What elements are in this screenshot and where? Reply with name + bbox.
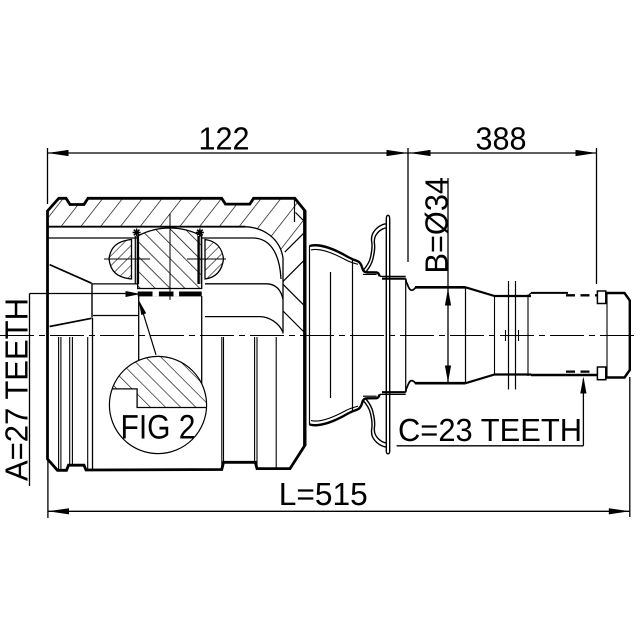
svg-text:388: 388 xyxy=(476,121,527,157)
svg-text:A=27 TEETH: A=27 TEETH xyxy=(0,298,35,481)
svg-text:122: 122 xyxy=(199,121,250,157)
svg-text:C=23 TEETH: C=23 TEETH xyxy=(398,412,582,448)
svg-text:L=515: L=515 xyxy=(279,476,368,512)
svg-text:B=Ø34: B=Ø34 xyxy=(419,177,455,274)
svg-text:FIG 2: FIG 2 xyxy=(121,409,196,447)
